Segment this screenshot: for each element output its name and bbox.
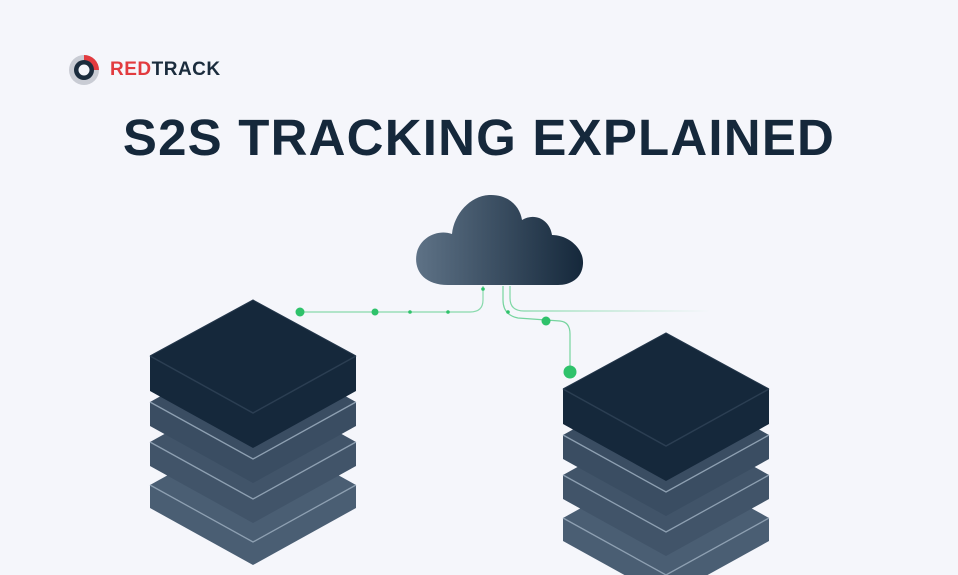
brand-name: REDTRACK (110, 59, 221, 81)
brand-logo: REDTRACK (66, 52, 221, 88)
connection-dots (295, 287, 577, 379)
brand-name-dark: TRACK (151, 59, 221, 80)
connection-lines (300, 286, 710, 372)
cloud-icon (416, 194, 584, 285)
page-title: S2S TRACKING EXPLAINED (122, 109, 836, 166)
brand-name-red: RED (110, 59, 152, 80)
server-stack-right (562, 332, 770, 575)
server-stack-left (149, 299, 357, 565)
redtrack-logo-icon (69, 55, 99, 85)
